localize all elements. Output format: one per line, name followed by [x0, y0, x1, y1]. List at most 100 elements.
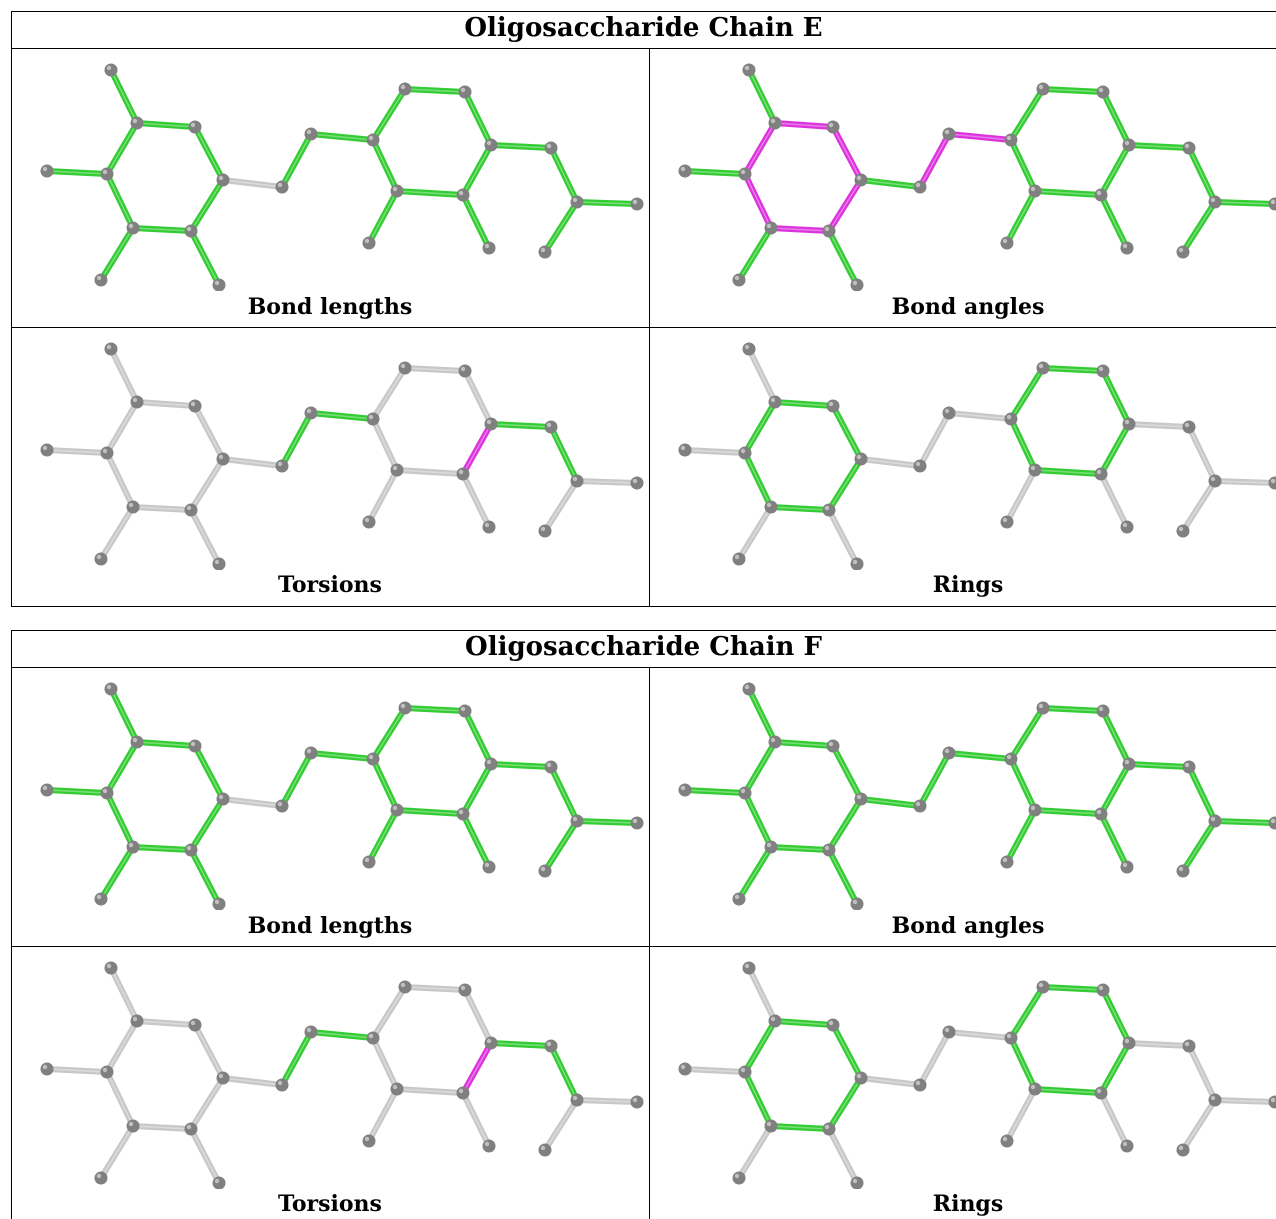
bond-17-12: [370, 416, 400, 473]
bond-12-13: [1008, 705, 1046, 762]
atom-highlight-6: [102, 788, 108, 794]
atom-18: [1000, 1134, 1014, 1148]
bond-17-18: [366, 807, 400, 865]
atom-highlight-21: [572, 476, 578, 482]
atom-20: [544, 141, 558, 155]
atom-4: [184, 503, 198, 517]
atom-22: [630, 476, 644, 490]
bond-20-21: [1186, 764, 1218, 824]
bond-21-22: [574, 1097, 640, 1105]
bond-0-1: [746, 686, 778, 745]
bond-10-11: [917, 1029, 952, 1088]
atom-highlight-7: [42, 166, 48, 172]
atom-highlight-19: [1122, 522, 1128, 528]
atom-21: [570, 474, 584, 488]
bond-6-7: [682, 1066, 748, 1075]
atom-highlight-9: [214, 280, 220, 286]
caption-rings: Rings: [932, 572, 1004, 598]
atom-highlight-5: [128, 1121, 134, 1127]
atom-highlight-22: [632, 818, 638, 824]
bond-12-13: [370, 984, 408, 1041]
bond-21-22: [574, 478, 640, 486]
atom-highlight-10: [915, 801, 921, 807]
atom-9: [212, 897, 226, 910]
atom-highlight-1: [132, 118, 138, 124]
atom-6: [100, 1065, 114, 1079]
atom-23: [538, 245, 552, 259]
atom-highlight-6: [740, 1067, 746, 1073]
atom-highlight-4: [186, 1124, 192, 1130]
atom-11: [304, 746, 318, 760]
bond-13-14: [1040, 365, 1106, 374]
atom-highlight-14: [1098, 87, 1104, 93]
atom-highlight-17: [392, 465, 398, 471]
atom-0: [104, 682, 118, 696]
atom-15: [484, 1036, 498, 1050]
bond-5-8: [736, 225, 774, 283]
bond-1-2: [772, 1018, 836, 1028]
bond-17-18: [366, 188, 400, 246]
atom-highlight-1: [132, 1016, 138, 1022]
bond-3-10: [220, 177, 285, 190]
atom-highlight-15: [486, 759, 492, 765]
bond-13-14: [1040, 705, 1106, 714]
bond-4-9: [826, 507, 860, 567]
atom-21: [1208, 814, 1222, 828]
bond-11-12: [946, 750, 1014, 762]
atom-19: [1120, 520, 1134, 534]
atom-16: [456, 807, 470, 821]
bond-16-19: [460, 811, 492, 870]
bond-15-20: [1126, 142, 1192, 151]
atom-17: [390, 184, 404, 198]
atom-23: [1176, 245, 1190, 259]
atom-8: [94, 273, 108, 287]
atom-14: [1096, 983, 1110, 997]
atom-8: [732, 1171, 746, 1185]
bond-20-21: [1186, 1043, 1218, 1103]
bond-4-9: [188, 228, 222, 288]
atom-19: [482, 860, 496, 874]
bond-10-11: [279, 750, 314, 809]
atom-highlight-11: [306, 1027, 312, 1033]
bond-20-21: [1186, 424, 1218, 484]
atom-12: [1004, 412, 1018, 426]
atom-highlight-5: [766, 842, 772, 848]
atom-highlight-2: [190, 1020, 196, 1026]
atom-highlight-12: [368, 135, 374, 141]
bond-13-14: [402, 365, 468, 374]
bond-14-15: [462, 89, 494, 148]
atom-9: [212, 1176, 226, 1189]
bond-6-7: [682, 168, 748, 177]
atom-highlight-10: [915, 182, 921, 188]
atom-3: [854, 792, 868, 806]
atom-0: [742, 682, 756, 696]
atom-highlight-7: [42, 445, 48, 451]
atom-highlight-0: [106, 684, 112, 690]
bond-6-7: [44, 447, 110, 456]
atom-highlight-14: [460, 706, 466, 712]
atom-highlight-9: [852, 280, 858, 286]
atom-highlight-0: [744, 65, 750, 71]
atom-17: [390, 1082, 404, 1096]
bond-21-23: [542, 199, 580, 255]
caption-bond-lengths: Bond lengths: [247, 294, 413, 320]
bond-15-16: [460, 142, 494, 198]
bond-6-1: [104, 739, 140, 796]
bond-5-6: [742, 790, 774, 850]
atom-11: [942, 746, 956, 760]
atom-21: [1208, 474, 1222, 488]
atom-highlight-11: [944, 129, 950, 135]
atom-6: [738, 786, 752, 800]
bond-2-3: [192, 124, 226, 183]
atom-highlight-4: [824, 845, 830, 851]
bond-3-10: [220, 796, 285, 809]
bond-12-13: [1008, 86, 1046, 143]
atom-17: [1028, 1082, 1042, 1096]
bond-15-20: [1126, 1040, 1192, 1049]
molecule-torsions: [40, 342, 644, 570]
atom-highlight-4: [186, 226, 192, 232]
atom-highlight-5: [128, 502, 134, 508]
bond-13-14: [402, 984, 468, 993]
atom-highlight-17: [392, 805, 398, 811]
caption-bond-angles: Bond angles: [891, 294, 1045, 320]
